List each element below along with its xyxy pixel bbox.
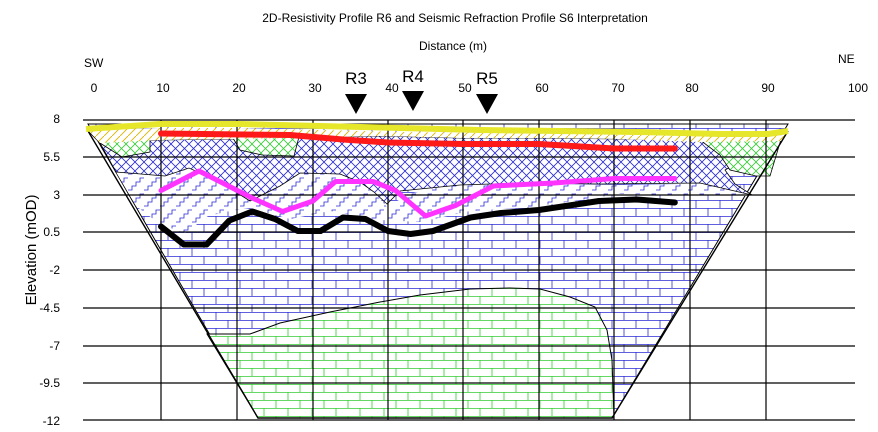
y-tick-label: -2 <box>49 263 60 277</box>
geology-units <box>87 123 789 419</box>
topsoil-surface-line <box>85 121 789 137</box>
x-tick-label: 100 <box>848 81 868 95</box>
ne-label: NE <box>838 52 855 66</box>
x-tick-label: 50 <box>458 81 472 95</box>
x-tick-label: 60 <box>535 81 549 95</box>
marker-triangle <box>345 94 367 114</box>
x-axis-label: Distance (m) <box>419 39 487 53</box>
green-brick-unit <box>206 287 615 419</box>
x-tick-labels: 0 10 20 30 40 50 60 70 80 90 100 <box>91 81 869 95</box>
y-tick-label: 3 <box>53 188 60 202</box>
red-interface-line <box>158 130 678 152</box>
y-tick-label: 8 <box>53 112 60 126</box>
black-interface-line <box>158 196 678 248</box>
x-tick-label: 70 <box>611 81 625 95</box>
y-axis-label: Elevation (mOD) <box>23 195 40 306</box>
interfaces-layer <box>158 130 678 248</box>
y-tick-label: -7 <box>49 339 60 353</box>
marker-triangle <box>476 94 498 114</box>
y-tick-labels: 8 5.5 3 0.5 -2 -4.5 -7 -9.5 -12 <box>39 112 60 428</box>
grid <box>83 119 855 421</box>
y-tick-label: -12 <box>43 414 61 428</box>
marker-label: R4 <box>402 67 424 86</box>
x-tick-label: 40 <box>385 81 399 95</box>
figure-title: 2D-Resistivity Profile R6 and Seismic Re… <box>262 11 648 25</box>
x-tick-label: 80 <box>685 81 699 95</box>
marker-r4: R4 <box>402 67 424 111</box>
y-tick-label: 5.5 <box>43 150 60 164</box>
y-tick-label: -9.5 <box>39 376 60 390</box>
y-tick-label: -4.5 <box>39 301 60 315</box>
sw-label: SW <box>84 56 104 70</box>
magenta-interface-line <box>158 168 678 219</box>
x-tick-label: 20 <box>232 81 246 95</box>
x-tick-label: 30 <box>308 81 322 95</box>
section-boundary <box>87 130 789 419</box>
marker-triangle <box>402 91 424 111</box>
weathered-blue-unit <box>116 168 752 233</box>
marker-r3: R3 <box>345 69 367 114</box>
marker-r5: R5 <box>476 69 498 114</box>
x-tick-label: 90 <box>761 81 775 95</box>
x-tick-label: 10 <box>156 81 170 95</box>
marker-label: R3 <box>345 69 367 88</box>
x-tick-label: 0 <box>91 81 98 95</box>
marker-label: R5 <box>476 69 498 88</box>
y-tick-label: 0.5 <box>43 225 60 239</box>
